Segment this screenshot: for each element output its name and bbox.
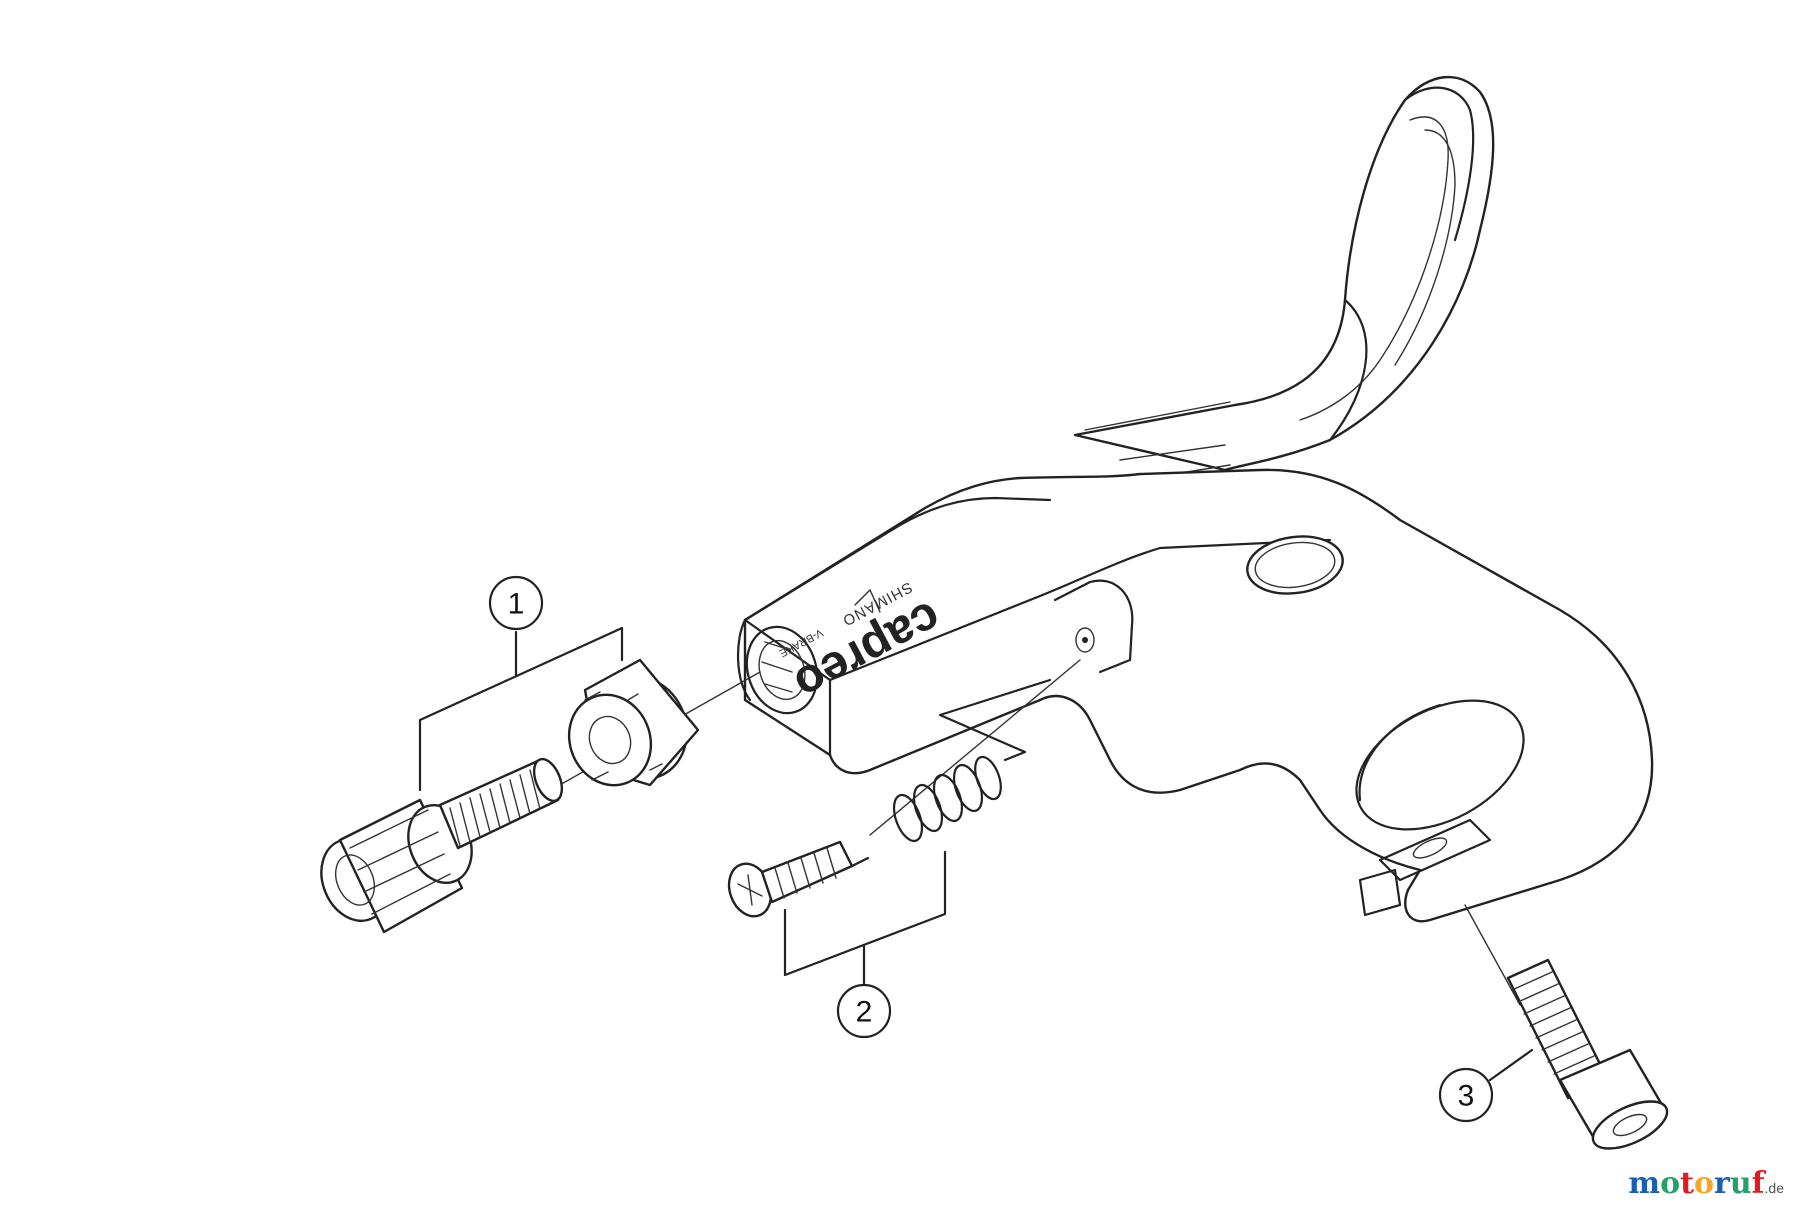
- lock-nut: [567, 658, 700, 787]
- part-2-screw-spring-assembly: 2: [727, 659, 1081, 1039]
- watermark-letter: u: [1729, 1166, 1752, 1201]
- part-1-bracket: [418, 626, 624, 792]
- watermark-letter: m: [1628, 1166, 1661, 1201]
- callout-3: 3: [1438, 1067, 1494, 1123]
- part-3-leader-line: [1488, 1048, 1534, 1082]
- return-spring: [892, 755, 1002, 843]
- part-1-adjuster-assembly: 1: [320, 575, 761, 934]
- v-brake-symbol-icon: [854, 588, 881, 613]
- watermark-letter: o: [1660, 1166, 1681, 1201]
- watermark-letter: f: [1751, 1166, 1765, 1201]
- adjust-screw: [727, 840, 870, 918]
- callout-2: 2: [836, 983, 892, 1039]
- part-3-clamp-bolt: 3: [1438, 904, 1669, 1150]
- part-2-bracket: [783, 850, 947, 977]
- watermark-letter: r: [1714, 1166, 1730, 1201]
- watermark-letter: o: [1693, 1166, 1714, 1201]
- watermark-suffix: .de: [1764, 1180, 1784, 1196]
- watermark-text: motoruf: [1628, 1166, 1764, 1201]
- callout-1-number: 1: [508, 588, 525, 621]
- brake-lever-blade: [1073, 76, 1495, 479]
- part-2-target-leader: [938, 678, 1052, 762]
- callout-2-number: 2: [856, 996, 873, 1029]
- callout-1: 1: [488, 575, 544, 631]
- callout-3-number: 3: [1458, 1080, 1475, 1113]
- clamp-bolt: [1506, 958, 1669, 1150]
- part-2-axis-line: [869, 659, 1081, 836]
- watermark-letter: t: [1680, 1166, 1694, 1201]
- part-3-axis-line: [1464, 904, 1521, 1006]
- adjuster-barrel: [320, 757, 564, 934]
- site-watermark: motoruf.de: [1628, 1166, 1784, 1201]
- brake-lever-body: capreo SHIMANO V-BRAKE: [737, 468, 1654, 923]
